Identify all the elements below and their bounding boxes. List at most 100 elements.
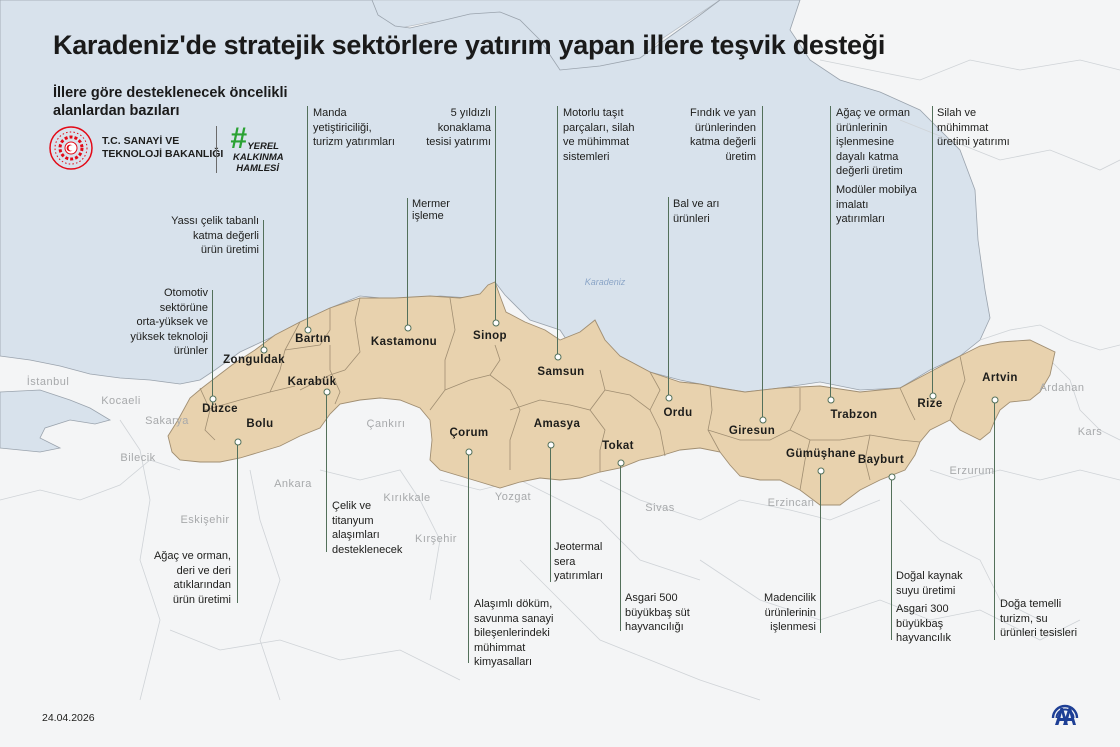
annotation-line: işlenmesine <box>836 136 895 148</box>
anadolu-agency-logo-icon <box>1051 704 1079 725</box>
place-label-ankara: Ankara <box>274 478 312 490</box>
marker-samsun[interactable] <box>554 353 562 361</box>
annotation-line: kimyasalları <box>474 656 533 668</box>
province-label-amasya: Amasya <box>533 418 581 430</box>
annotation-line: Çelik ve <box>332 500 372 512</box>
marker-giresun[interactable] <box>759 416 767 424</box>
marker-bartin[interactable] <box>304 326 312 334</box>
annotation-line: katma değerli <box>689 136 756 148</box>
place-label-istanbul: İstanbul <box>26 376 70 388</box>
annotation-line: Doğa temelli <box>1000 598 1062 610</box>
annotation-amasya: Jeotermal sera yatırımları <box>554 540 634 584</box>
marker-amasya[interactable] <box>547 441 555 449</box>
annotation-line: ve mühimmat <box>563 136 630 148</box>
marker-rize[interactable] <box>929 392 937 400</box>
campaign-line1: YEREL <box>247 141 279 152</box>
leader-line-bolu <box>237 441 239 603</box>
marker-zonguldak[interactable] <box>260 346 268 354</box>
annotation-bartin: Manda yetiştiriciliği, turizm yatırımlar… <box>313 106 423 150</box>
marker-gumushane[interactable] <box>817 467 825 475</box>
annotation-line: ürün üretimi <box>200 244 259 256</box>
marker-corum[interactable] <box>465 448 473 456</box>
province-label-trabzon: Trabzon <box>830 409 878 421</box>
annotation-line: 5 yıldızlı <box>450 107 491 119</box>
annotation-line: büyükbaş <box>896 617 944 630</box>
publish-date: 24.04.2026 <box>42 712 95 724</box>
province-label-artvin: Artvin <box>982 372 1018 384</box>
marker-karabuk[interactable] <box>323 388 331 396</box>
leader-line-trabzon <box>830 106 832 400</box>
marker-ordu[interactable] <box>665 394 673 402</box>
leader-line-artvin <box>994 400 996 640</box>
province-borders <box>199 297 966 491</box>
annotation-karabuk: Çelik ve titanyum alaşımları desteklenec… <box>332 499 422 557</box>
annotation-line: suyu üretimi <box>896 584 956 597</box>
annotation-line: mühimmat <box>474 641 526 654</box>
province-label-sinop: Sinop <box>473 330 507 342</box>
annotation-line: Madencilik <box>764 592 816 604</box>
marker-trabzon[interactable] <box>827 396 835 404</box>
annotation-line: turizm yatırımları <box>313 136 395 148</box>
marker-duzce[interactable] <box>209 395 217 403</box>
annotation-line: ürünleri <box>673 212 710 225</box>
annotation-trabzon-wood: Ağaç ve orman ürünlerinin işlenmesine da… <box>836 106 928 179</box>
leader-line-karabuk <box>326 392 328 552</box>
annotation-line: katma değerli <box>192 229 259 242</box>
annotation-line: hayvancılığı <box>625 621 684 633</box>
place-label-kirikkale: Kırıkkale <box>383 492 431 504</box>
leader-line-tokat <box>620 463 622 631</box>
leader-line-duzce <box>212 290 214 408</box>
annotation-line: üretimi yatırımı <box>937 136 1010 148</box>
annotation-zonguldak: Yassı çelik tabanlı katma değerli ürün ü… <box>150 214 259 258</box>
annotation-rize: Silah ve mühimmat üretimi yatırımı <box>937 106 1027 150</box>
marker-kastamonu[interactable] <box>404 324 412 332</box>
logo-divider <box>216 126 217 173</box>
leader-line-kastamonu <box>407 198 409 328</box>
annotation-bolu: Ağaç ve orman, deri ve deri atıklarından… <box>140 549 231 607</box>
annotation-line: işleme <box>412 209 444 222</box>
marker-sinop[interactable] <box>492 319 500 327</box>
place-label-ardahan: Ardahan <box>1039 382 1085 394</box>
annotation-line: tesisi yatırımı <box>426 136 491 148</box>
leader-line-sinop <box>495 106 497 322</box>
borders-outer <box>0 59 1120 701</box>
annotation-line: parçaları, silah <box>563 121 635 134</box>
ministry-logo: T.C. SANAYİ VE TEKNOLOJİ BAKANLIĞI <box>48 125 223 171</box>
annotation-kastamonu: Mermer işleme <box>412 197 482 223</box>
province-label-rize: Rize <box>917 398 943 410</box>
place-label-yozgat: Yozgat <box>494 491 532 503</box>
leader-line-ordu <box>668 197 670 397</box>
annotation-corum: Alaşımlı döküm, savunma sanayi bileşenle… <box>474 597 574 670</box>
place-label-kocaeli: Kocaeli <box>101 395 141 407</box>
leader-line-bayburt <box>891 477 893 640</box>
annotation-line: Manda <box>313 107 347 119</box>
campaign-line3: HAMLESİ <box>236 163 279 174</box>
leader-line-amasya <box>550 445 552 582</box>
marker-artvin[interactable] <box>991 396 999 404</box>
province-label-bayburt: Bayburt <box>857 454 905 466</box>
annotation-tokat: Asgari 500 büyükbaş süt hayvancılığı <box>625 591 715 635</box>
black-sea-region <box>167 281 1056 506</box>
annotation-line: Asgari 300 <box>896 603 949 615</box>
annotation-line: Modüler mobilya <box>836 184 917 196</box>
province-label-tokat: Tokat <box>602 440 634 452</box>
annotation-line: Yassı çelik tabanlı <box>171 215 259 227</box>
annotation-bayburt-livestock: Asgari 300 büyükbaş hayvancılık <box>896 602 986 646</box>
marker-bolu[interactable] <box>234 438 242 446</box>
annotation-line: Ağaç ve orman, <box>153 550 231 562</box>
annotation-line: atıklarından <box>173 579 231 591</box>
marker-bayburt[interactable] <box>888 473 896 481</box>
province-label-bolu: Bolu <box>246 418 274 430</box>
annotation-line: değerli üretim <box>836 165 903 177</box>
marker-tokat[interactable] <box>617 459 625 467</box>
place-label-kirsehir: Kırşehir <box>415 533 457 545</box>
leader-line-bartin <box>307 106 309 330</box>
leader-line-giresun <box>762 106 764 420</box>
annotation-line: Mermer <box>412 198 450 210</box>
annotation-line: Asgari 500 <box>625 592 678 604</box>
ministry-name-line1: T.C. SANAYİ VE <box>102 135 180 147</box>
annotation-line: ürünleri tesisleri <box>1000 627 1078 639</box>
annotation-line: hayvancılık <box>896 632 952 644</box>
annotation-line: Ağaç ve orman <box>836 107 910 119</box>
leader-line-rize <box>932 106 934 396</box>
